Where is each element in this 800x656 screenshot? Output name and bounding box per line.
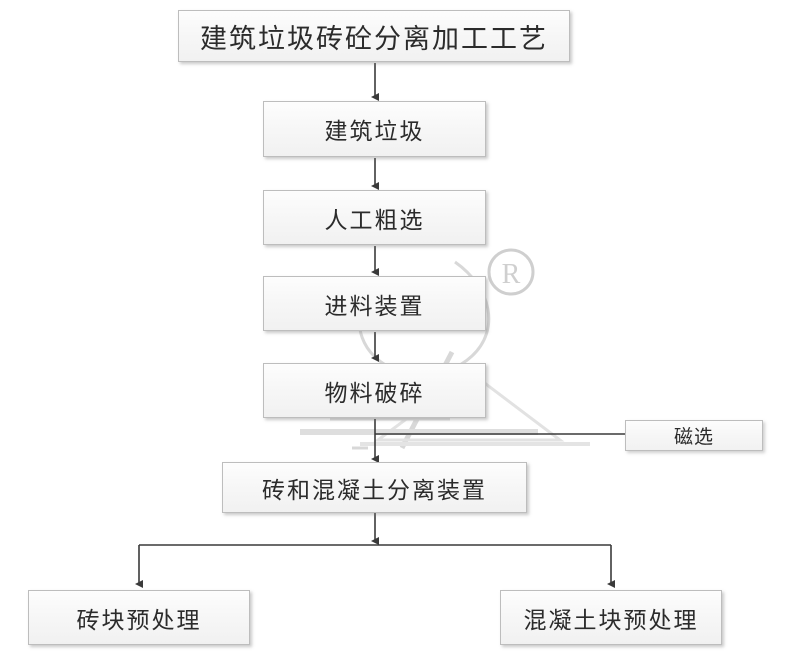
- node-brick-concrete-separator[interactable]: 砖和混凝土分离装置: [222, 462, 527, 513]
- node-concrete-pretreatment[interactable]: 混凝土块预处理: [500, 590, 722, 645]
- svg-text:R: R: [502, 259, 521, 290]
- node-brick-pretreatment[interactable]: 砖块预处理: [28, 590, 250, 645]
- node-title[interactable]: 建筑垃圾砖砼分离加工工艺: [178, 10, 570, 62]
- registered-trademark-icon: R: [487, 248, 535, 296]
- node-manual-sorting[interactable]: 人工粗选: [263, 190, 486, 245]
- node-magnetic-separation[interactable]: 磁选: [625, 420, 763, 451]
- node-material-crushing[interactable]: 物料破碎: [263, 363, 486, 418]
- node-feeding-device[interactable]: 进料装置: [263, 276, 486, 331]
- node-construction-waste[interactable]: 建筑垃圾: [263, 101, 486, 157]
